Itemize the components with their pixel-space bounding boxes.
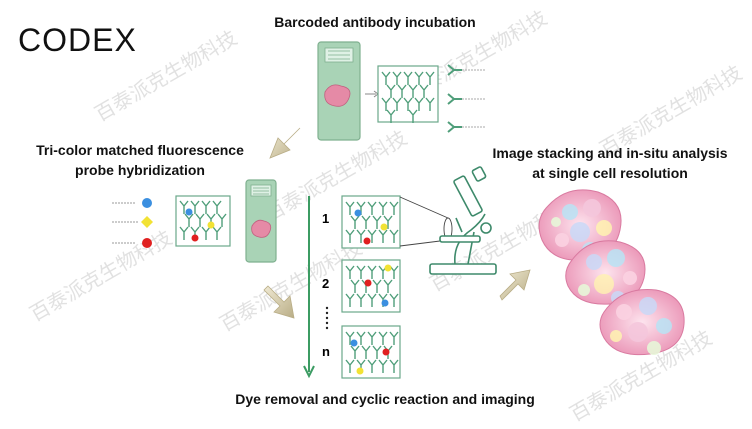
cycle-grid-1 [341,195,401,249]
antibody-grid-top [377,65,439,124]
microscope-icon [429,166,497,275]
cycle-grid-2 [341,259,401,313]
label-analysis-line2: at single cell resolution [532,165,688,181]
cycle-step-n: n [322,344,330,359]
arrow-down-left [269,127,301,159]
cycle-step-1: 1 [322,211,330,226]
arrow-down-right [263,285,295,319]
label-hybridization-line1: Tri-color matched fluorescence [36,142,244,158]
barcoded-antibodies [447,64,486,133]
slide-middle [245,179,277,263]
tissue-cell-cluster-3 [599,288,685,356]
label-hybridization-line2: probe hybridization [75,162,205,178]
slide-top [317,41,361,141]
arrow-up-right [499,269,531,301]
cycle-step-2: 2 [322,276,330,291]
cycle-grid-n [341,325,401,379]
label-incubation: Barcoded antibody incubation [274,14,476,30]
hybridization-grid [175,195,231,247]
cycle-ellipsis [325,306,329,330]
page-title: CODEX [18,22,137,58]
label-analysis-line1: Image stacking and in-situ analysis [492,145,728,161]
label-cycle: Dye removal and cyclic reaction and imag… [235,391,535,407]
fluorescent-probes [112,198,153,248]
